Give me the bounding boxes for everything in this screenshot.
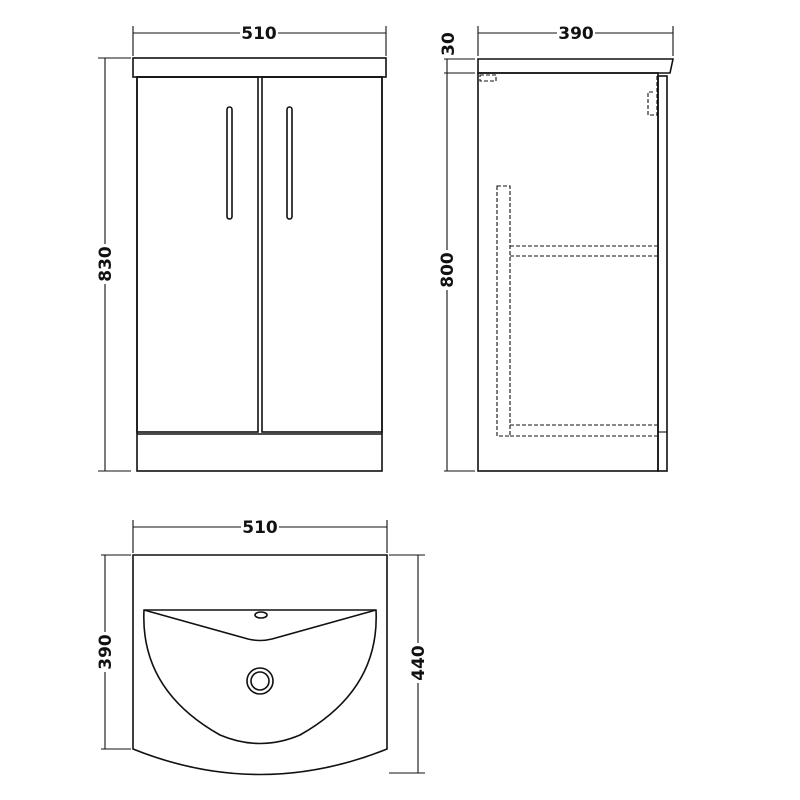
right-door: [261, 76, 383, 433]
front-height-label: 830: [96, 246, 116, 282]
base-hidden: [510, 424, 657, 437]
top-depth-label: 390: [96, 634, 116, 670]
overall-depth-dimension: 440: [389, 554, 429, 774]
top-width-label: 510: [242, 518, 278, 538]
basin-outline: [132, 554, 388, 776]
cabinet-body: [136, 76, 383, 472]
worktop: [132, 57, 387, 78]
front-width-dimension: 510: [132, 22, 387, 56]
worktop-thickness-dimension: 30: [439, 32, 475, 74]
side-view: 390 30 800: [437, 22, 674, 472]
left-door: [136, 76, 259, 433]
side-depth-label: 390: [558, 24, 594, 44]
waste-inner: [250, 671, 270, 691]
back-frame-hidden: [496, 185, 511, 437]
right-door-handle: [286, 106, 293, 220]
basin-deck-edge: [143, 609, 377, 642]
worktop-thickness-label: 30: [439, 32, 459, 56]
front-height-dimension: 830: [95, 57, 131, 472]
hinge-hidden: [647, 76, 658, 116]
overall-depth-label: 440: [409, 645, 429, 681]
door-edge: [657, 75, 668, 472]
top-view: 510 390 440: [95, 516, 429, 776]
basin-bowl: [143, 609, 377, 745]
front-width-label: 510: [241, 24, 277, 44]
side-worktop: [477, 58, 674, 74]
shelf-hidden: [510, 245, 657, 257]
side-panel: [477, 72, 659, 472]
tap-hole: [254, 611, 268, 619]
left-door-handle: [226, 106, 233, 220]
side-depth-dimension: 390: [477, 22, 674, 56]
side-height-label: 800: [438, 252, 458, 288]
front-view: 510 830: [95, 22, 387, 472]
top-depth-dimension: 390: [95, 554, 131, 750]
top-width-dimension: 510: [132, 516, 388, 553]
waste-outer: [246, 667, 274, 695]
tap-fixing-hidden: [479, 74, 497, 82]
side-height-dimension: 800: [437, 59, 475, 472]
